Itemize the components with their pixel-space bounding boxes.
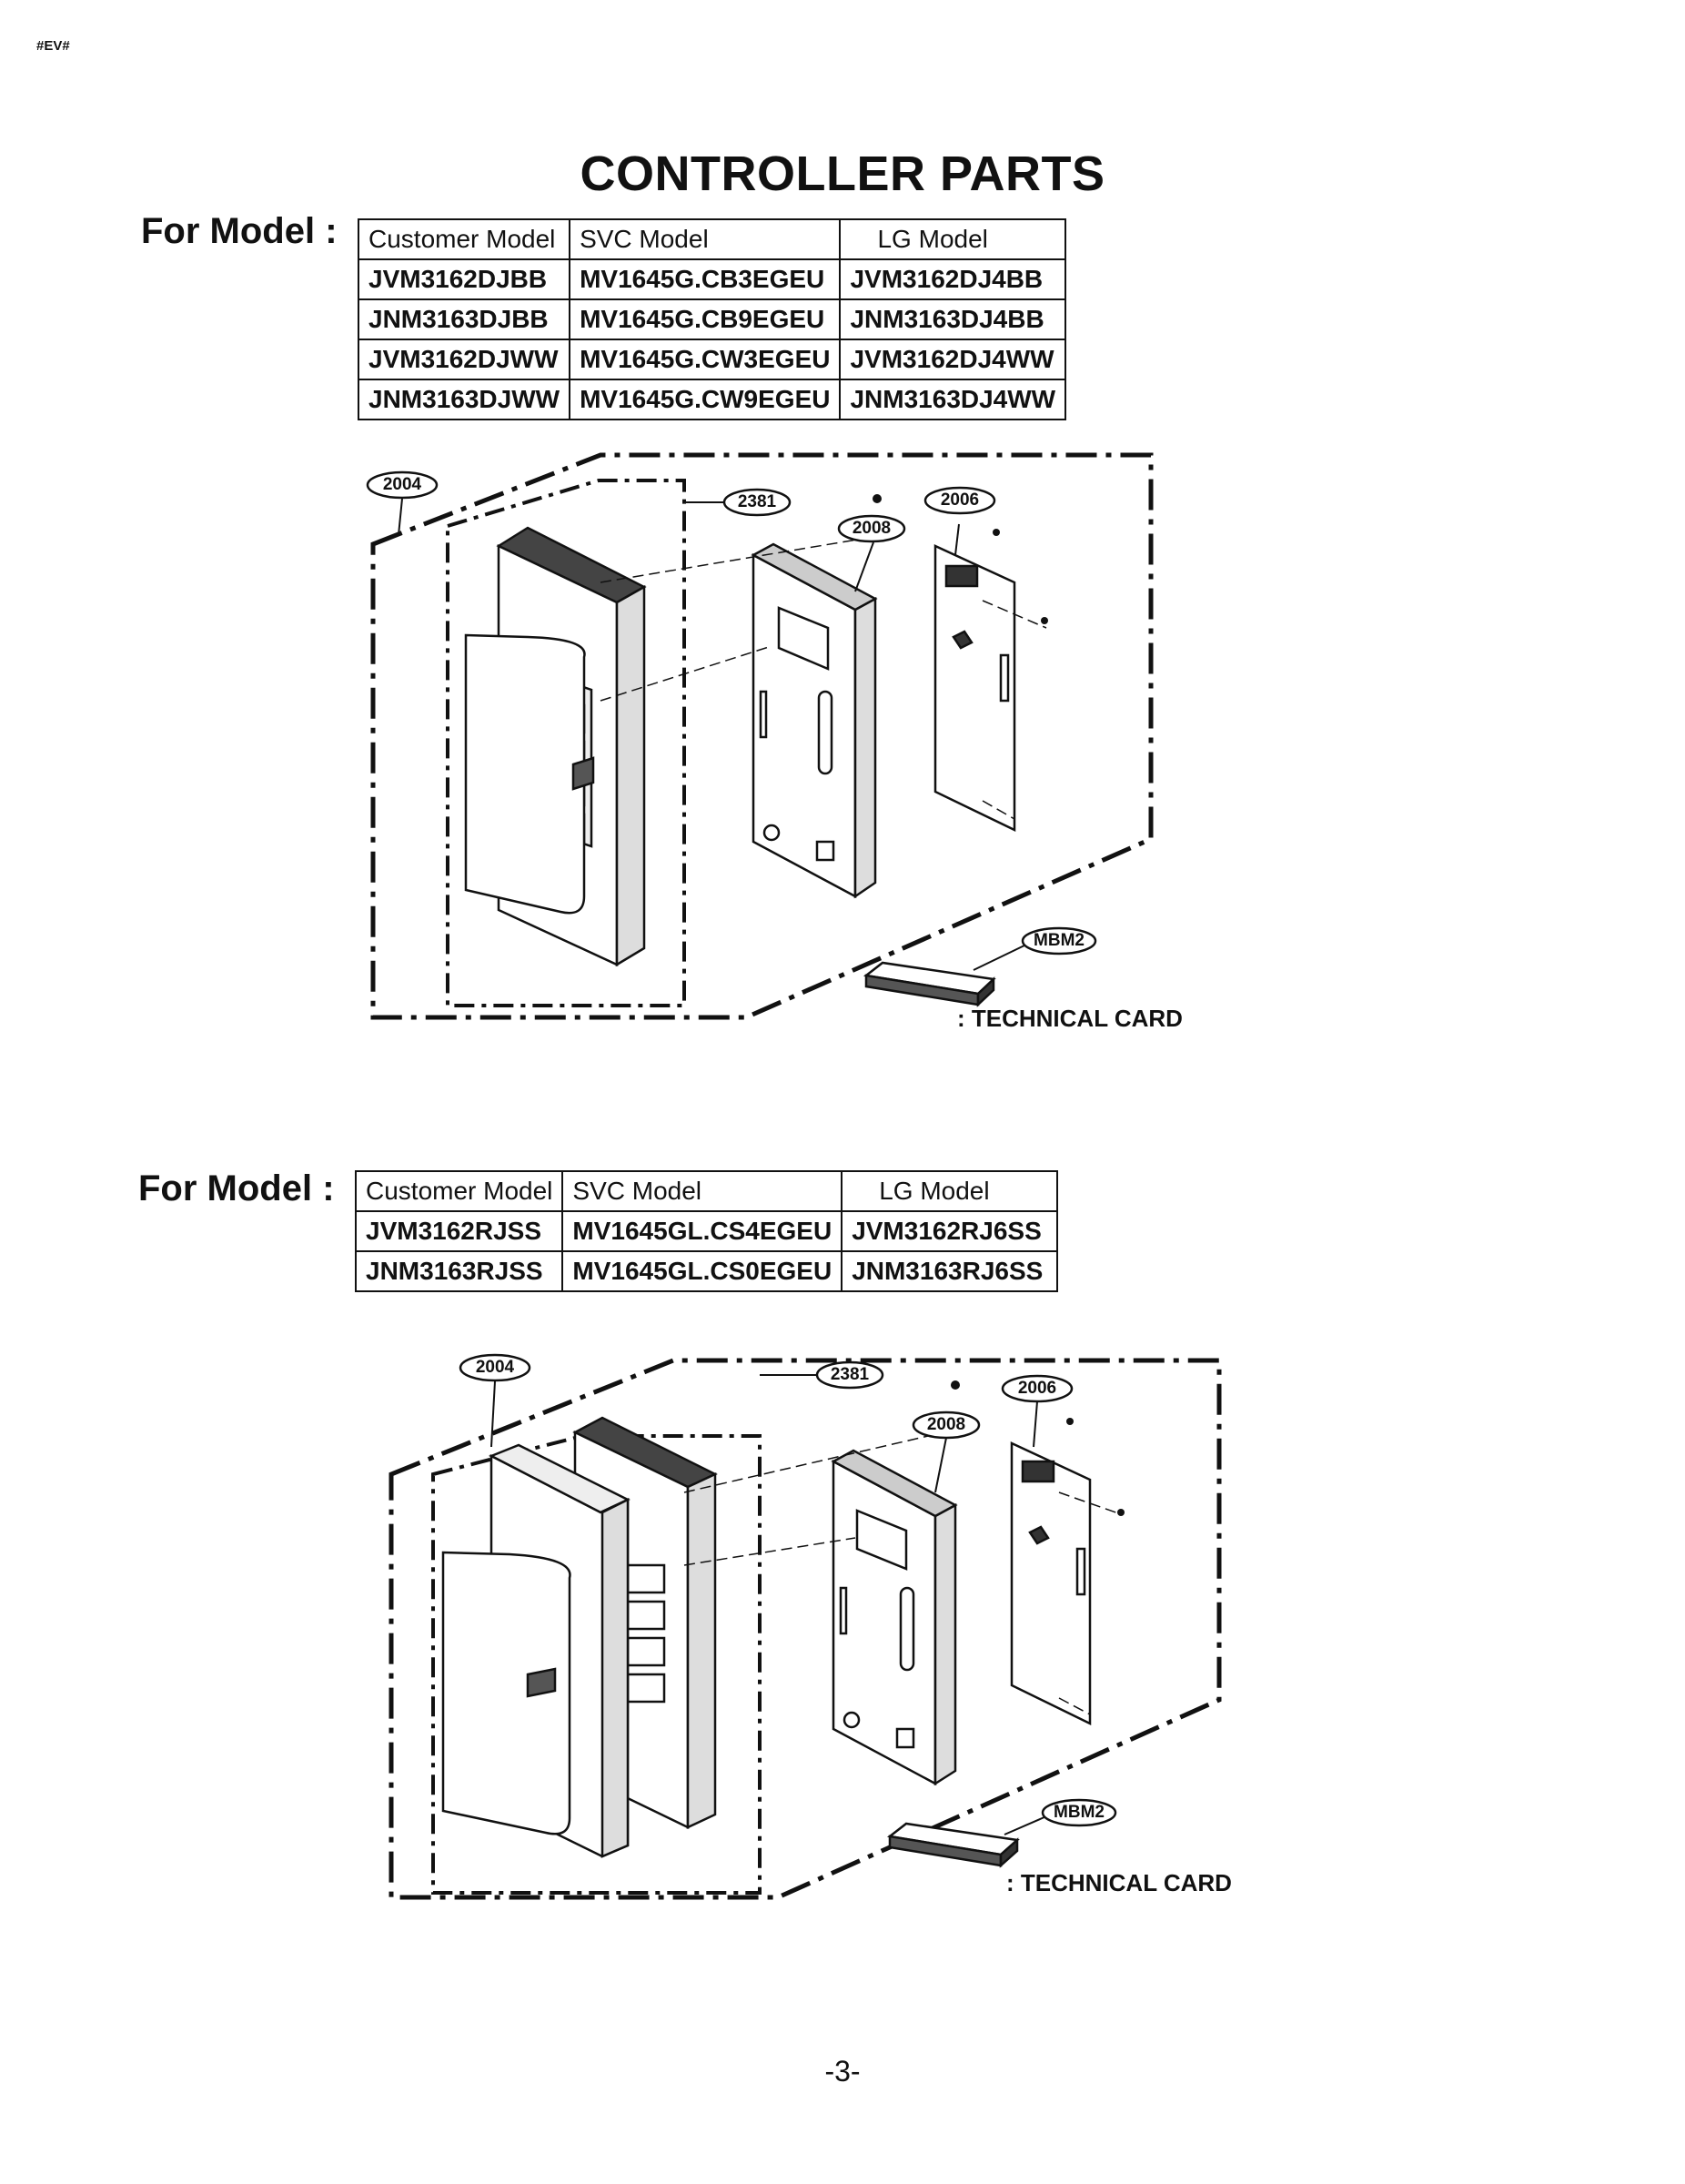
table-cell: JNM3163DJWW	[357, 379, 571, 420]
door-boundary	[446, 479, 686, 1007]
table-header-row: Customer Model SVC Model LG Model	[354, 1170, 1059, 1212]
page-title: CONTROLLER PARTS	[580, 147, 1105, 201]
table-row: JVM3162RJSS MV1645GL.CS4EGEU JVM3162RJ6S…	[354, 1210, 1059, 1252]
control-frame	[751, 542, 878, 899]
table-row: JVM3162DJWW MV1645G.CW3EGEU JVM3162DJ4WW	[357, 339, 1067, 380]
table-row: JNM3163RJSS MV1645GL.CS0EGEU JNM3163RJ6S…	[354, 1250, 1059, 1292]
callout-mbm2: MBM2	[1034, 931, 1085, 950]
table-cell: JVM3162RJ6SS	[841, 1210, 1059, 1252]
pcb-board	[933, 544, 1016, 832]
callout-2381: 2381	[737, 492, 777, 511]
table-cell: MV1645G.CB9EGEU	[569, 298, 842, 340]
callout-2006: 2006	[940, 490, 980, 510]
column-header: SVC Model	[561, 1170, 843, 1212]
table-cell: JNM3163DJBB	[357, 298, 571, 340]
callout-2006: 2006	[1017, 1379, 1057, 1398]
column-header: LG Model	[841, 1170, 1059, 1212]
technical-card-label: : TECHNICAL CARD	[957, 1005, 1183, 1032]
column-header: SVC Model	[569, 218, 842, 260]
table-cell: JVM3162DJBB	[357, 258, 571, 300]
table-cell: JVM3162RJSS	[354, 1210, 564, 1252]
callout-2004: 2004	[382, 475, 422, 494]
column-header: LG Model	[839, 218, 1067, 260]
table-cell: JVM3162DJ4WW	[839, 339, 1067, 380]
table-cell: JVM3162DJ4BB	[839, 258, 1067, 300]
control-frame	[831, 1449, 958, 1786]
column-header: Customer Model	[354, 1170, 564, 1212]
table-cell: MV1645GL.CS4EGEU	[561, 1210, 843, 1252]
page-number: -3-	[824, 2055, 861, 2088]
door-boundary	[431, 1434, 762, 1895]
table-row: JNM3163DJBB MV1645G.CB9EGEU JNM3163DJ4BB	[357, 298, 1067, 340]
table-cell: MV1645G.CW3EGEU	[569, 339, 842, 380]
table-header-row: Customer Model SVC Model LG Model	[357, 218, 1067, 260]
table-cell: JNM3163DJ4WW	[839, 379, 1067, 420]
model-table: Customer Model SVC Model LG Model JVM316…	[357, 218, 1067, 420]
pcb-board	[1010, 1441, 1092, 1726]
callout-2008: 2008	[852, 519, 892, 538]
callout-mbm2: MBM2	[1054, 1803, 1105, 1822]
table-cell: MV1645GL.CS0EGEU	[561, 1250, 843, 1292]
callout-2004: 2004	[475, 1358, 515, 1377]
table-cell: JVM3162DJWW	[357, 339, 571, 380]
table-cell: MV1645G.CB3EGEU	[569, 258, 842, 300]
for-model-label: For Model :	[141, 211, 338, 251]
assembly-boundary	[388, 1358, 1222, 1900]
assembly-boundary	[370, 452, 1154, 1020]
callout-2381: 2381	[830, 1365, 870, 1384]
table-row: JVM3162DJBB MV1645G.CB3EGEU JVM3162DJ4BB	[357, 258, 1067, 300]
table-cell: JNM3163DJ4BB	[839, 298, 1067, 340]
column-header: Customer Model	[357, 218, 571, 260]
callout-2008: 2008	[926, 1415, 966, 1434]
technical-card	[886, 1822, 1020, 1868]
door-panel	[441, 1443, 631, 1858]
model-table: Customer Model SVC Model LG Model JVM316…	[354, 1170, 1059, 1292]
table-cell: JNM3163RJ6SS	[841, 1250, 1059, 1292]
technical-card	[863, 961, 996, 1007]
table-row: JNM3163DJWW MV1645G.CW9EGEU JNM3163DJ4WW	[357, 379, 1067, 420]
technical-card-label: : TECHNICAL CARD	[1006, 1869, 1232, 1896]
table-cell: JNM3163RJSS	[354, 1250, 564, 1292]
header-code: #EV#	[36, 38, 70, 54]
for-model-label: For Model :	[138, 1168, 335, 1208]
table-cell: MV1645G.CW9EGEU	[569, 379, 842, 420]
door-panel	[464, 526, 647, 967]
